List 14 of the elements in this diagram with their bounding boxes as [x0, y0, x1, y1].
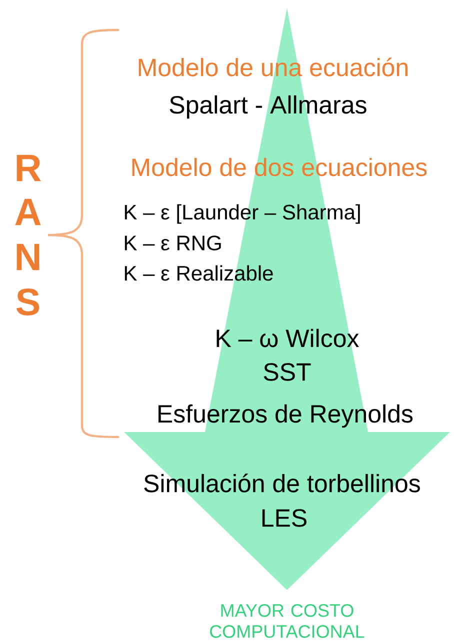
model-name: K – ε RNG	[124, 236, 221, 250]
model-name: K – ε Realizable	[124, 265, 273, 281]
model-name: LES	[262, 509, 306, 527]
model-name: SST	[264, 363, 311, 381]
axis-note: MAYOR COSTO COMPUTACIONAL	[210, 604, 364, 638]
letter: S	[16, 288, 40, 316]
letter: R	[16, 154, 41, 182]
letter: A	[15, 198, 41, 226]
letter: N	[16, 244, 40, 270]
model-name: Simulación de torbellinos	[144, 474, 420, 492]
model-name: Spalart - Allmaras	[170, 95, 366, 119]
model-name: K – ω Wilcox	[216, 328, 359, 348]
model-name: Esfuerzos de Reynolds	[158, 404, 413, 428]
model-name: K – ε [Launder – Sharma]	[124, 204, 360, 224]
